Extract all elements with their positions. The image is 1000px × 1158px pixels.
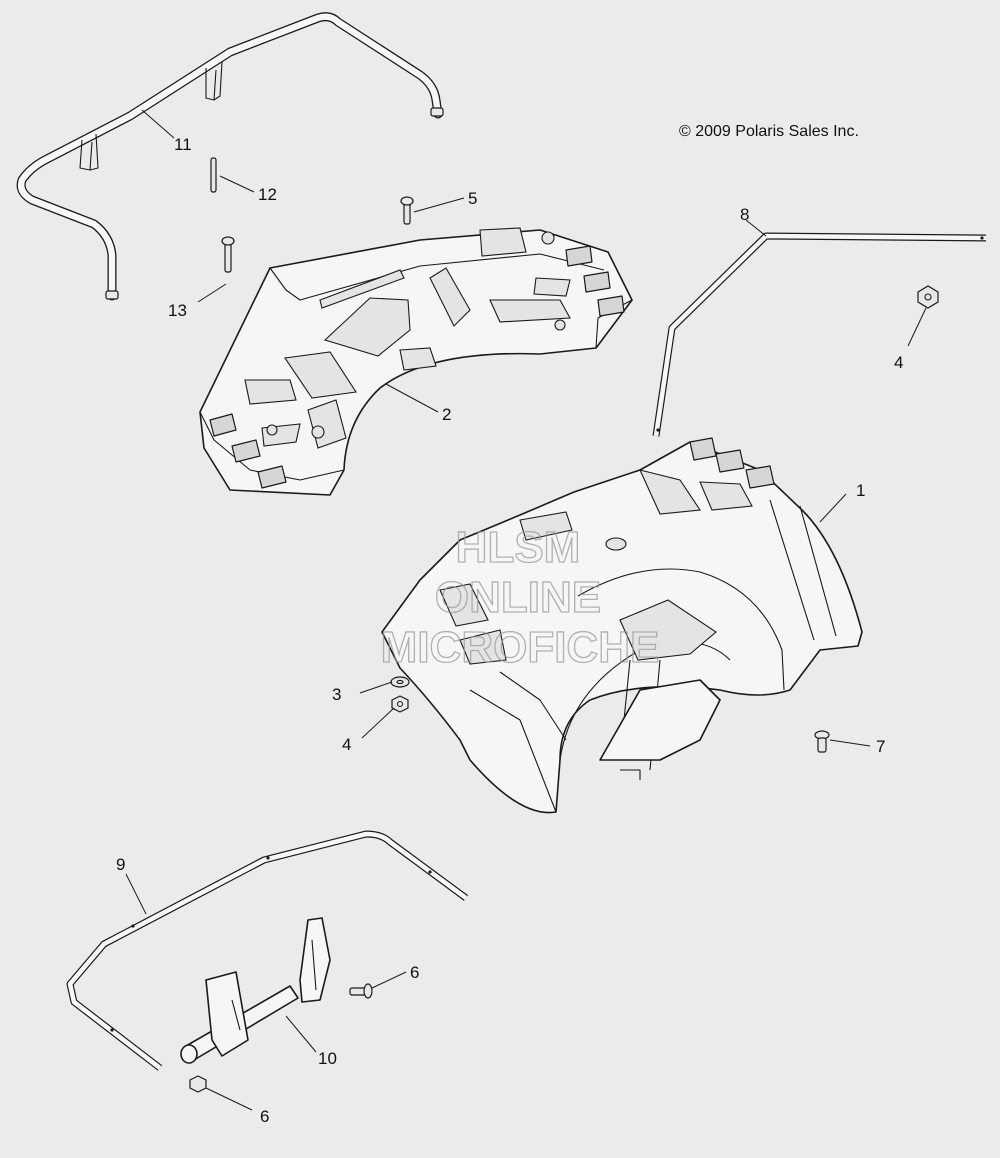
watermark: HLSM ONLINE MICROFICHE bbox=[380, 522, 660, 672]
leader-lines bbox=[125, 109, 927, 1111]
callout-6-lower: 6 bbox=[260, 1107, 269, 1126]
callout-3: 3 bbox=[332, 685, 341, 704]
part-6-bolt-right bbox=[349, 983, 373, 999]
part-6-bolt-left bbox=[189, 1075, 207, 1093]
part-4-nut-upper bbox=[917, 285, 939, 309]
part-9-lower-frame bbox=[66, 830, 469, 1071]
part-3-washer bbox=[390, 676, 410, 688]
callout-4-upper: 4 bbox=[894, 353, 903, 372]
part-11-rack-rail bbox=[16, 12, 444, 301]
part-5-bolt bbox=[400, 196, 414, 225]
callout-5: 5 bbox=[468, 189, 477, 208]
part-2-rear-rack bbox=[199, 227, 633, 496]
part-13-bolt bbox=[221, 236, 235, 273]
part-7-push-rivet bbox=[814, 730, 830, 753]
callout-6-upper: 6 bbox=[410, 963, 419, 982]
part-8-bracket-bar bbox=[652, 232, 987, 437]
callout-1: 1 bbox=[856, 481, 865, 500]
part-1-rear-fender bbox=[381, 437, 863, 814]
callout-9: 9 bbox=[116, 855, 125, 874]
callout-7: 7 bbox=[876, 737, 885, 756]
callout-8: 8 bbox=[740, 205, 749, 224]
callout-12: 12 bbox=[258, 185, 277, 204]
watermark-line-3: MICROFICHE bbox=[381, 623, 660, 672]
callout-11: 11 bbox=[174, 135, 192, 154]
callout-13: 13 bbox=[168, 301, 187, 320]
callouts: 1 2 3 4 4 5 6 6 7 8 9 10 11 12 13 bbox=[116, 135, 903, 1126]
callout-4-lower: 4 bbox=[342, 735, 351, 754]
part-4-nut-lower bbox=[391, 695, 409, 713]
part-12-pin bbox=[210, 157, 217, 193]
watermark-line-1: HLSM bbox=[456, 523, 581, 572]
part-10-hitch-bracket bbox=[180, 917, 331, 1064]
callout-2: 2 bbox=[442, 405, 451, 424]
callout-10: 10 bbox=[318, 1049, 337, 1068]
copyright-notice: © 2009 Polaris Sales Inc. bbox=[679, 123, 859, 140]
watermark-line-2: ONLINE bbox=[435, 573, 601, 622]
